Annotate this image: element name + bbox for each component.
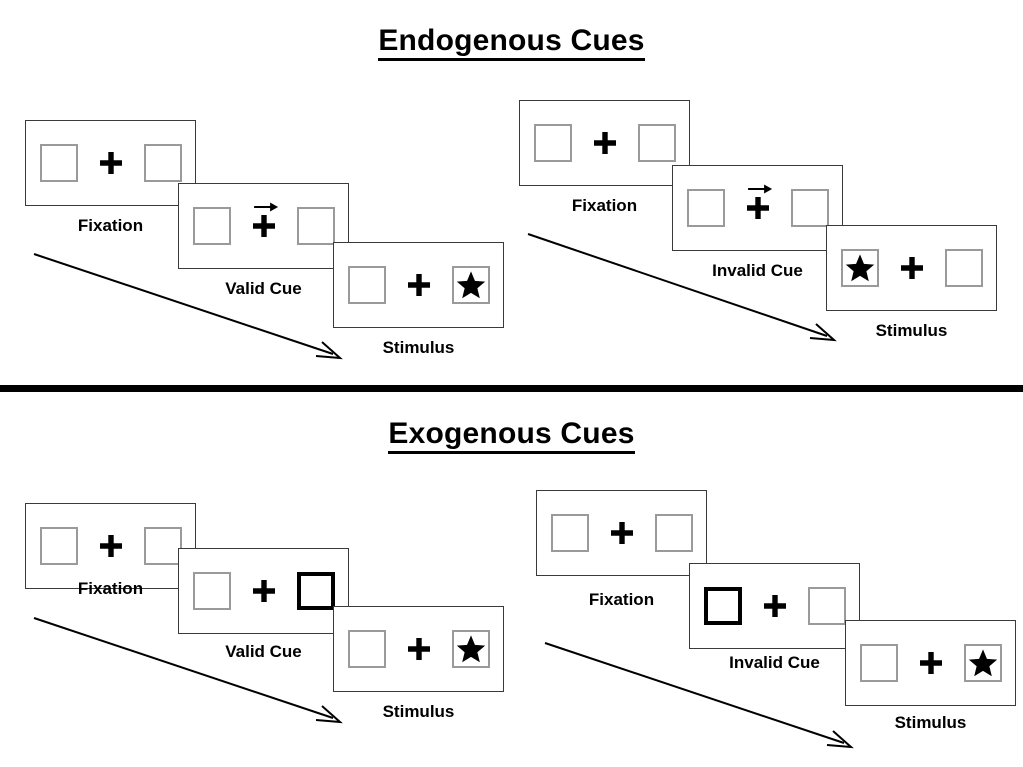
fixation-cross-icon	[99, 535, 122, 557]
left-box	[550, 514, 589, 552]
caption-endogenous-valid-cue: Valid Cue	[225, 279, 302, 298]
left-box-cued	[703, 587, 742, 625]
panel-content	[690, 564, 859, 648]
panel-content	[179, 549, 348, 633]
right-box	[807, 587, 846, 625]
fixation-center	[760, 583, 790, 629]
right-box	[451, 630, 490, 668]
fixation-center	[916, 640, 946, 686]
caption-exogenous-valid-stimulus: Stimulus	[382, 702, 455, 721]
panel-exogenous-invalid-fixation	[536, 490, 707, 576]
panel-content	[537, 491, 706, 575]
caption-exogenous-valid-fixation: Fixation	[77, 579, 144, 598]
fixation-cross-icon	[407, 274, 430, 296]
fixation-cross-icon	[900, 257, 923, 279]
panel-exogenous-valid-stimulus	[333, 606, 504, 692]
caption-exogenous-invalid-stimulus: Stimulus	[894, 713, 967, 732]
fixation-cross-icon	[610, 522, 633, 544]
section-title-exogenous-text: Exogenous Cues	[388, 417, 635, 454]
left-box	[39, 527, 78, 565]
section-title-exogenous: Exogenous Cues	[0, 417, 1023, 454]
left-box	[192, 207, 231, 245]
fixation-center	[607, 510, 637, 556]
right-box	[296, 207, 335, 245]
left-box	[347, 630, 386, 668]
panel-content	[846, 621, 1015, 705]
panel-endogenous-valid-fixation	[25, 120, 196, 206]
flow-arrow-endogenous-valid	[33, 253, 343, 360]
panel-endogenous-valid-stimulus	[333, 242, 504, 328]
flow-arrow-exogenous-valid	[33, 617, 343, 724]
panel-content	[827, 226, 996, 310]
section-title-endogenous: Endogenous Cues	[0, 24, 1023, 61]
right-box	[143, 144, 182, 182]
panel-content	[334, 243, 503, 327]
fixation-center	[897, 245, 927, 291]
panel-exogenous-invalid-stimulus	[845, 620, 1016, 706]
panel-exogenous-valid-cue	[178, 548, 349, 634]
fixation-cross-icon	[407, 638, 430, 660]
right-box	[944, 249, 983, 287]
fixation-cross-icon	[746, 197, 769, 219]
caption-endogenous-invalid-stimulus: Stimulus	[875, 321, 948, 340]
panel-endogenous-invalid-fixation	[519, 100, 690, 186]
flow-arrow-endogenous-invalid	[527, 233, 837, 342]
star-icon	[456, 635, 485, 663]
cue-arrow-right-icon	[253, 202, 278, 212]
right-box	[790, 189, 829, 227]
right-box	[654, 514, 693, 552]
panel-endogenous-valid-cue	[178, 183, 349, 269]
left-box	[840, 249, 879, 287]
caption-exogenous-invalid-fixation: Fixation	[588, 590, 655, 609]
left-box	[859, 644, 898, 682]
caption-exogenous-invalid-cue: Invalid Cue	[729, 653, 820, 672]
right-box-cued	[296, 572, 335, 610]
caption-endogenous-invalid-fixation: Fixation	[571, 196, 638, 215]
left-box	[39, 144, 78, 182]
left-box	[533, 124, 572, 162]
right-box	[963, 644, 1002, 682]
fixation-cross-icon	[252, 215, 275, 237]
left-box	[192, 572, 231, 610]
fixation-center	[590, 120, 620, 166]
fixation-center	[96, 140, 126, 186]
fixation-cross-icon	[252, 580, 275, 602]
panel-content	[520, 101, 689, 185]
panel-content	[26, 504, 195, 588]
panel-content	[26, 121, 195, 205]
section-divider	[0, 385, 1023, 392]
panel-content	[334, 607, 503, 691]
cue-arrow-right-icon	[747, 184, 772, 194]
left-box	[686, 189, 725, 227]
flow-arrow-exogenous-invalid	[544, 642, 854, 749]
left-box	[347, 266, 386, 304]
panel-exogenous-valid-fixation	[25, 503, 196, 589]
fixation-center	[743, 184, 773, 231]
fixation-center	[249, 202, 279, 249]
panel-endogenous-invalid-cue	[672, 165, 843, 251]
section-title-endogenous-text: Endogenous Cues	[378, 24, 645, 61]
panel-exogenous-invalid-cue	[689, 563, 860, 649]
star-icon	[968, 649, 997, 677]
caption-endogenous-valid-fixation: Fixation	[77, 216, 144, 235]
fixation-cross-icon	[763, 595, 786, 617]
star-icon	[456, 271, 485, 299]
fixation-center	[249, 568, 279, 614]
fixation-cross-icon	[593, 132, 616, 154]
right-box	[451, 266, 490, 304]
caption-endogenous-invalid-cue: Invalid Cue	[712, 261, 803, 280]
caption-endogenous-valid-stimulus: Stimulus	[382, 338, 455, 357]
fixation-center	[404, 626, 434, 672]
fixation-cross-icon	[99, 152, 122, 174]
caption-exogenous-valid-cue: Valid Cue	[225, 642, 302, 661]
panel-endogenous-invalid-stimulus	[826, 225, 997, 311]
fixation-center	[96, 523, 126, 569]
right-box	[637, 124, 676, 162]
star-icon	[845, 254, 874, 282]
panel-content	[179, 184, 348, 268]
right-box	[143, 527, 182, 565]
fixation-center	[404, 262, 434, 308]
panel-content	[673, 166, 842, 250]
fixation-cross-icon	[919, 652, 942, 674]
